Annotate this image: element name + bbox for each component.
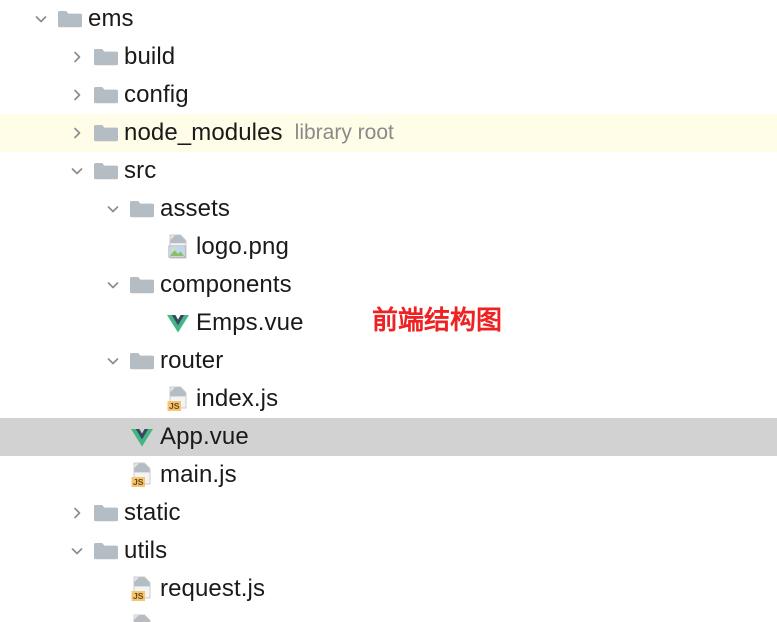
folder-icon (90, 76, 122, 114)
chevron-placeholder (100, 418, 126, 456)
tree-row-label: utils (124, 537, 168, 564)
indent-spacer (0, 171, 64, 172)
indent-spacer (0, 513, 64, 514)
tree-row[interactable]: JS index.js (0, 380, 777, 418)
tree-row[interactable] (0, 608, 777, 622)
chevron-placeholder (100, 456, 126, 494)
folder-icon (126, 266, 158, 304)
folder-icon (90, 114, 122, 152)
tree-row-label: assets (160, 195, 230, 222)
tree-row[interactable]: ems (0, 0, 777, 38)
chevron-down-icon[interactable] (64, 532, 90, 570)
chevron-down-icon[interactable] (28, 0, 54, 38)
indent-spacer (0, 399, 136, 400)
indent-spacer (0, 323, 136, 324)
tree-row[interactable]: router (0, 342, 777, 380)
tree-row-label: App.vue (160, 423, 249, 450)
indent-spacer (0, 57, 64, 58)
indent-spacer (0, 133, 64, 134)
tree-row-label: build (124, 43, 176, 70)
tree-row[interactable]: src (0, 152, 777, 190)
indent-spacer (0, 19, 28, 20)
chevron-placeholder (100, 570, 126, 608)
js-file-icon: JS (126, 456, 158, 494)
folder-icon (90, 532, 122, 570)
indent-spacer (0, 589, 100, 590)
indent-spacer (0, 95, 64, 96)
chevron-placeholder (100, 608, 126, 622)
folder-icon (90, 152, 122, 190)
tree-row-label: src (124, 157, 157, 184)
chevron-placeholder (136, 228, 162, 266)
vue-file-icon (162, 304, 194, 342)
indent-spacer (0, 437, 100, 438)
chevron-right-icon[interactable] (64, 38, 90, 76)
tree-row-label: components (160, 271, 292, 298)
tree-row[interactable]: build (0, 38, 777, 76)
tree-row[interactable]: components (0, 266, 777, 304)
chevron-down-icon[interactable] (100, 190, 126, 228)
indent-spacer (0, 247, 136, 248)
indent-spacer (0, 475, 100, 476)
indent-spacer (0, 615, 100, 616)
tree-row-label: node_modules (124, 119, 283, 146)
tree-row[interactable]: assets (0, 190, 777, 228)
folder-icon (90, 494, 122, 532)
tree-row-label: ems (88, 5, 134, 32)
tree-row-hint: library root (294, 121, 394, 144)
tree-row-label: index.js (196, 385, 279, 412)
chevron-right-icon[interactable] (64, 494, 90, 532)
tree-row[interactable]: logo.png (0, 228, 777, 266)
indent-spacer (0, 361, 100, 362)
tree-row[interactable]: node_modules library root (0, 114, 777, 152)
tree-row-label: logo.png (196, 233, 289, 260)
folder-icon (126, 342, 158, 380)
image-file-icon (162, 228, 194, 266)
folder-icon (54, 0, 86, 38)
chevron-down-icon[interactable] (64, 152, 90, 190)
svg-text:JS: JS (133, 591, 144, 601)
chevron-placeholder (136, 380, 162, 418)
chevron-right-icon[interactable] (64, 76, 90, 114)
tree-row[interactable]: static (0, 494, 777, 532)
chevron-right-icon[interactable] (64, 114, 90, 152)
tree-row-label: config (124, 81, 189, 108)
indent-spacer (0, 209, 100, 210)
folder-icon (126, 190, 158, 228)
tree-row[interactable]: utils (0, 532, 777, 570)
svg-text:JS: JS (169, 401, 180, 411)
tree-row-label: Emps.vue (196, 309, 304, 336)
chevron-down-icon[interactable] (100, 342, 126, 380)
tree-row-label: main.js (160, 461, 237, 488)
tree-row[interactable]: JS main.js (0, 456, 777, 494)
folder-icon (90, 38, 122, 76)
tree-row-label: request.js (160, 575, 266, 602)
tree-row[interactable]: config (0, 76, 777, 114)
chevron-down-icon[interactable] (100, 266, 126, 304)
file-icon (126, 608, 158, 622)
vue-file-icon (126, 418, 158, 456)
svg-text:JS: JS (133, 477, 144, 487)
tree-row[interactable]: JS request.js (0, 570, 777, 608)
tree-row-label: static (124, 499, 181, 526)
js-file-icon: JS (126, 570, 158, 608)
tree-row-label: router (160, 347, 224, 374)
tree-row[interactable]: Emps.vue (0, 304, 777, 342)
indent-spacer (0, 551, 64, 552)
annotation-label: 前端结构图 (372, 306, 503, 336)
tree-row[interactable]: App.vue (0, 418, 777, 456)
indent-spacer (0, 285, 100, 286)
chevron-placeholder (136, 304, 162, 342)
js-file-icon: JS (162, 380, 194, 418)
